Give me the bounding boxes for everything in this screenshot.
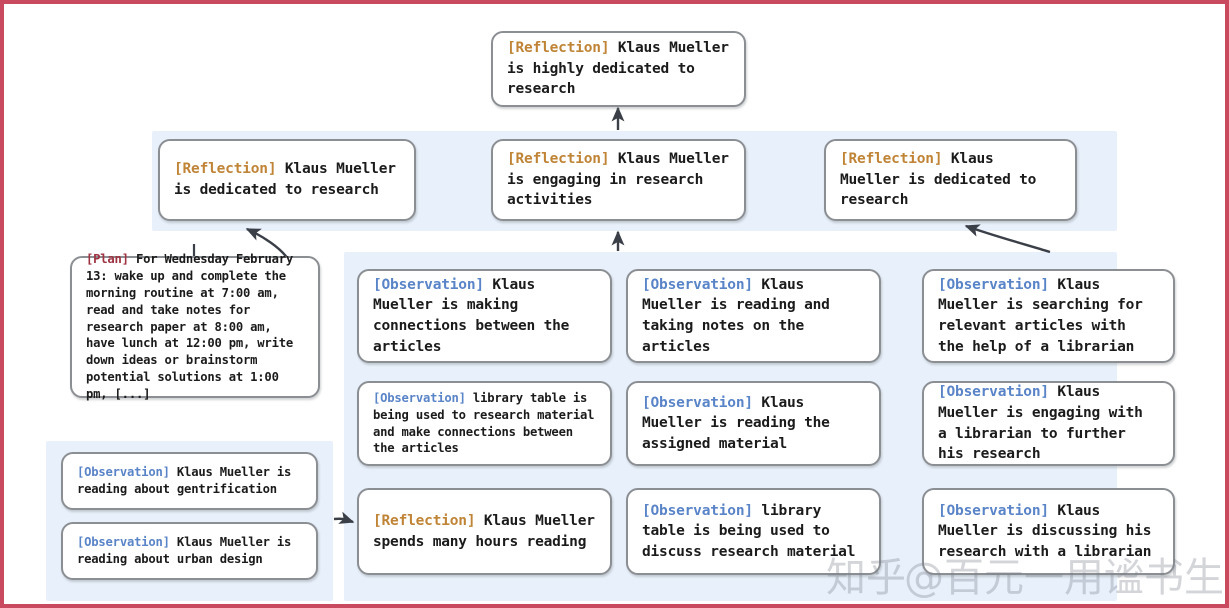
node-col1-observation-1[interactable]: [Observation] Klaus Mueller is making co… [357,269,612,363]
node-text: Klaus Mueller is engaging with a librari… [938,384,1143,463]
node-col2-observation-1-text: [Observation] Klaus Mueller is reading a… [628,275,879,357]
node-col3-observation-3[interactable]: [Observation] Klaus Mueller is discussin… [922,488,1175,575]
node-text: Klaus Mueller is searching for relevant … [938,276,1143,355]
node-text: library table is being used to research … [373,390,595,456]
node-text: Klaus Mueller is discussing his research… [938,502,1152,560]
node-reflection-left[interactable]: [Reflection] Klaus Mueller is dedicated … [158,139,416,221]
node-plan[interactable]: [Plan] For Wednesday February 13: wake u… [70,252,320,401]
node-left-observation-1-text: [Observation] Klaus Mueller is reading a… [63,464,316,498]
node-col1-observation-1-text: [Observation] Klaus Mueller is making co… [359,275,610,357]
node-text: Klaus Mueller is reading about urban des… [77,535,292,566]
tag-observation: [Observation] [373,276,484,293]
node-top-reflection[interactable]: [Reflection] Klaus Mueller is highly ded… [491,31,746,107]
tag-observation: [Observation] [938,276,1049,293]
node-left-observation-1[interactable]: [Observation] Klaus Mueller is reading a… [61,452,318,510]
node-col1-observation-2-text: [Observation] library table is being use… [359,390,610,457]
node-col1-reflection[interactable]: [Reflection] Klaus Mueller spends many h… [357,488,612,575]
node-col2-observation-1[interactable]: [Observation] Klaus Mueller is reading a… [626,269,881,363]
node-top-reflection-text: [Reflection] Klaus Mueller is highly ded… [493,38,744,100]
tag-observation: [Observation] [77,535,170,550]
node-text: Klaus Mueller is engaging in research ac… [507,151,729,209]
tag-observation: [Observation] [938,384,1049,401]
node-col1-reflection-text: [Reflection] Klaus Mueller spends many h… [359,511,610,552]
node-text: For Wednesday February 13: wake up and c… [86,252,293,401]
node-reflection-right-text: [Reflection] Klaus Mueller is dedicated … [826,149,1075,211]
node-text: Klaus Mueller is dedicated to research [840,151,1037,209]
tag-observation: [Observation] [373,390,466,405]
node-col2-observation-3-text: [Observation] library table is being use… [628,501,879,563]
tag-observation: [Observation] [77,465,170,480]
node-col2-observation-3[interactable]: [Observation] library table is being use… [626,488,881,575]
tag-plan: [Plan] [86,252,129,267]
node-text: Klaus Mueller is reading about gentrific… [77,465,292,496]
node-left-observation-2[interactable]: [Observation] Klaus Mueller is reading a… [61,522,318,580]
node-reflection-right[interactable]: [Reflection] Klaus Mueller is dedicated … [824,139,1077,221]
node-text: Klaus Mueller is making connections betw… [373,276,570,355]
node-col2-observation-2[interactable]: [Observation] Klaus Mueller is reading t… [626,381,881,466]
node-col2-observation-2-text: [Observation] Klaus Mueller is reading t… [628,393,879,455]
node-plan-text: [Plan] For Wednesday February 13: wake u… [72,251,318,402]
tag-reflection: [Reflection] [507,151,610,168]
node-col3-observation-2-text: [Observation] Klaus Mueller is engaging … [924,382,1173,464]
node-text: Klaus Mueller spends many hours reading [373,512,595,550]
node-text: Klaus Mueller is reading the assigned ma… [642,394,830,452]
node-col1-observation-2[interactable]: [Observation] library table is being use… [357,381,612,466]
node-reflection-middle-text: [Reflection] Klaus Mueller is engaging i… [493,149,744,211]
node-col3-observation-3-text: [Observation] Klaus Mueller is discussin… [924,501,1173,563]
tag-observation: [Observation] [938,502,1049,519]
node-col3-observation-2[interactable]: [Observation] Klaus Mueller is engaging … [922,381,1175,466]
tag-observation: [Observation] [642,502,753,519]
tag-observation: [Observation] [642,394,753,411]
node-col3-observation-1-text: [Observation] Klaus Mueller is searching… [924,275,1173,357]
node-text: Klaus Mueller is reading and taking note… [642,276,830,355]
node-text: library table is being used to discuss r… [642,502,856,560]
node-reflection-middle[interactable]: [Reflection] Klaus Mueller is engaging i… [491,139,746,221]
tag-reflection: [Reflection] [174,161,277,178]
node-left-observation-2-text: [Observation] Klaus Mueller is reading a… [63,534,316,568]
node-text: Klaus Mueller is dedicated to research [174,161,396,198]
tag-reflection: [Reflection] [840,151,943,168]
tag-reflection: [Reflection] [507,40,610,57]
node-col3-observation-1[interactable]: [Observation] Klaus Mueller is searching… [922,269,1175,363]
tag-observation: [Observation] [642,276,753,293]
node-reflection-left-text: [Reflection] Klaus Mueller is dedicated … [160,159,414,200]
tag-reflection: [Reflection] [373,512,476,529]
node-text: Klaus Mueller is highly dedicated to res… [507,40,729,98]
